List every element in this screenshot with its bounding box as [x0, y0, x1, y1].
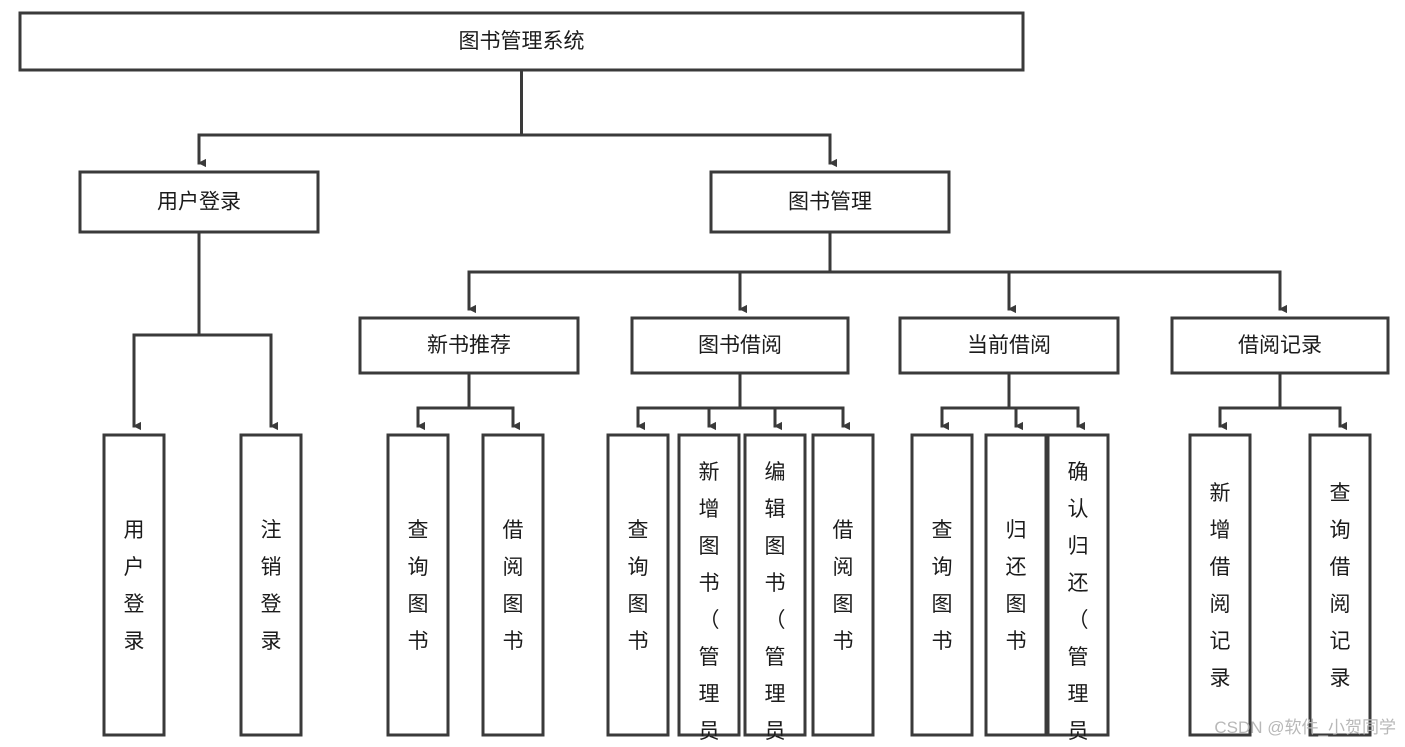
edges-layer [132, 68, 1348, 431]
node-label: 查询借阅记录 [1330, 482, 1351, 690]
node-label: 图书管理 [788, 191, 872, 214]
node-label: 查询图书 [932, 519, 953, 653]
node-box [1188, 433, 1252, 737]
node-box [481, 433, 545, 737]
node-leaf-return-book[interactable]: 归还图书 [984, 433, 1048, 737]
node-box [102, 433, 166, 737]
watermark-label: CSDN @软件_小贺同学 [1214, 718, 1396, 737]
node-borrow-record[interactable]: 借阅记录 [1170, 316, 1390, 375]
node-label: 确认归还（管理员） [1068, 461, 1089, 747]
node-box [1170, 316, 1390, 375]
node-label: 归还图书 [1006, 519, 1027, 653]
node-label: 借阅记录 [1238, 334, 1322, 357]
node-leaf-query-book-3[interactable]: 查询图书 [910, 433, 974, 737]
node-label: 查询图书 [628, 519, 649, 653]
node-box [743, 433, 807, 737]
node-label: 新增图书（管理员） [699, 461, 720, 747]
node-box [709, 170, 951, 234]
node-leaf-query-book-2[interactable]: 查询图书 [606, 433, 670, 737]
node-box [910, 433, 974, 737]
node-label: 借阅图书 [833, 519, 854, 653]
node-book-manage[interactable]: 图书管理 [709, 170, 951, 234]
node-box [811, 433, 875, 737]
node-box [18, 11, 1025, 72]
node-label: 图书借阅 [698, 334, 782, 357]
edge-group-borrow-record [1218, 371, 1348, 431]
node-label: 编辑图书（管理员） [765, 461, 786, 747]
node-box [239, 433, 303, 737]
node-box [606, 433, 670, 737]
node-user-login[interactable]: 用户登录 [78, 170, 320, 234]
node-leaf-query-borrow-record[interactable]: 查询借阅记录 [1308, 433, 1372, 737]
node-leaf-user-logout[interactable]: 注销登录 [239, 433, 303, 737]
node-label: 注销登录 [261, 519, 282, 653]
edge-group-book-manage [467, 230, 1288, 314]
node-label: 新书推荐 [427, 334, 511, 357]
node-leaf-add-borrow-record[interactable]: 新增借阅记录 [1188, 433, 1252, 737]
node-label: 新增借阅记录 [1210, 482, 1231, 690]
node-box [898, 316, 1120, 375]
node-box [630, 316, 850, 375]
node-box [1308, 433, 1372, 737]
node-leaf-user-login[interactable]: 用户登录 [102, 433, 166, 737]
node-current-borrow[interactable]: 当前借阅 [898, 316, 1120, 375]
edge-group-book-borrow [636, 371, 851, 431]
edge-group-current-borrow [940, 371, 1086, 431]
node-box [78, 170, 320, 234]
node-leaf-borrow-book-2[interactable]: 借阅图书 [811, 433, 875, 737]
node-leaf-borrow-book-1[interactable]: 借阅图书 [481, 433, 545, 737]
nodes-layer: 图书管理系统用户登录图书管理新书推荐图书借阅当前借阅借阅记录用户登录注销登录查询… [18, 11, 1390, 747]
node-leaf-confirm-return-admin[interactable]: 确认归还（管理员） [1046, 433, 1110, 747]
node-leaf-edit-book-admin[interactable]: 编辑图书（管理员） [743, 433, 807, 747]
node-book-borrow[interactable]: 图书借阅 [630, 316, 850, 375]
node-box [1046, 433, 1110, 737]
node-label: 用户登录 [157, 191, 241, 214]
node-new-book-recommend[interactable]: 新书推荐 [358, 316, 580, 375]
node-box [984, 433, 1048, 737]
node-box [677, 433, 741, 737]
node-label: 当前借阅 [967, 334, 1051, 357]
node-label: 用户登录 [124, 519, 145, 653]
edge-group-new-book-recommend [416, 371, 521, 431]
node-leaf-query-book-1[interactable]: 查询图书 [386, 433, 450, 737]
node-root[interactable]: 图书管理系统 [18, 11, 1025, 72]
node-leaf-add-book-admin[interactable]: 新增图书（管理员） [677, 433, 741, 747]
node-label: 图书管理系统 [459, 30, 585, 53]
edge-group-user-login [132, 230, 279, 431]
node-box [358, 316, 580, 375]
node-label: 借阅图书 [503, 519, 524, 653]
edge-group-root [197, 68, 838, 168]
node-label: 查询图书 [408, 519, 429, 653]
node-box [386, 433, 450, 737]
